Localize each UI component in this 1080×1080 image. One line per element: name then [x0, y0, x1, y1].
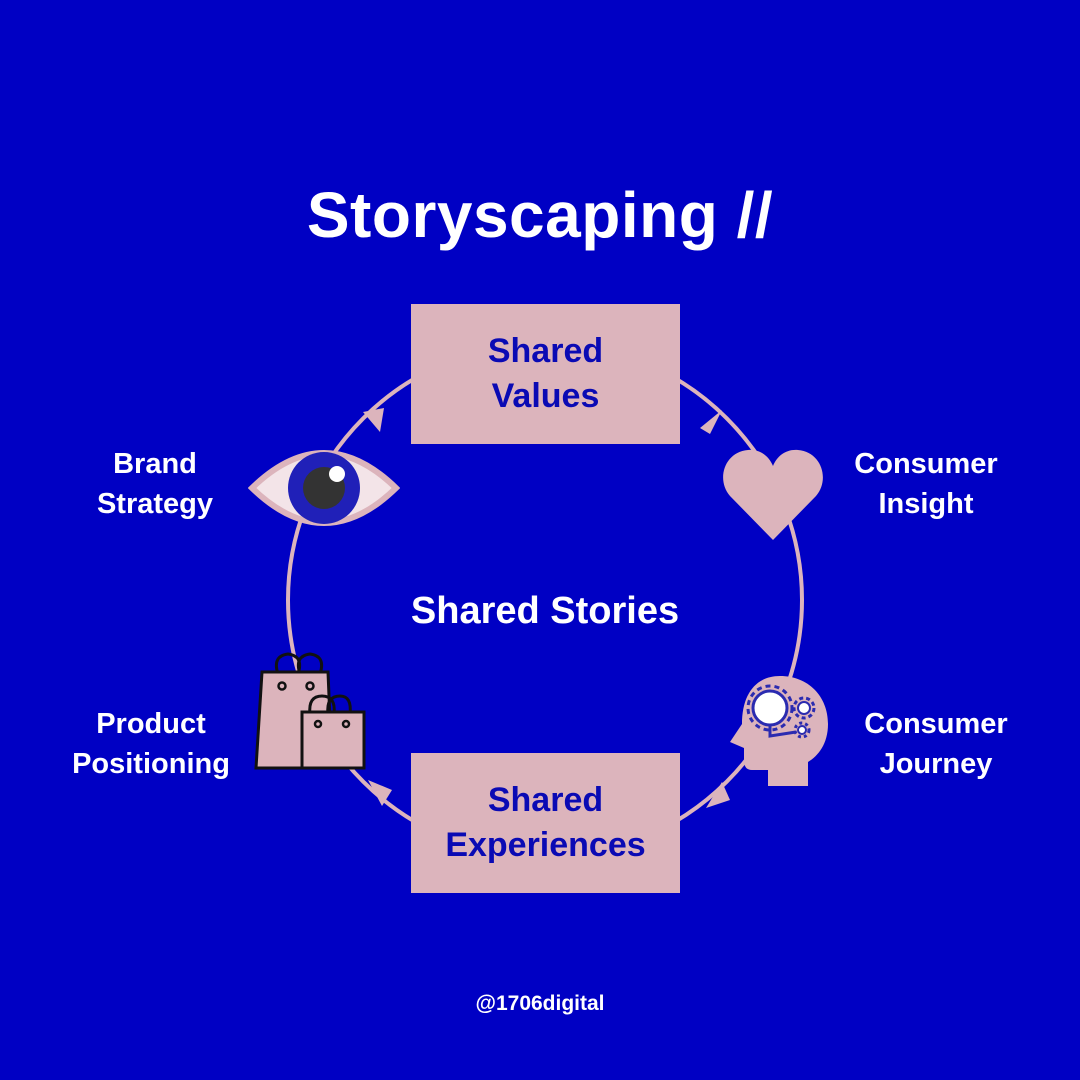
label-insight-line2: Insight — [878, 488, 974, 520]
eye-icon — [248, 450, 400, 526]
box-shared-experiences: Shared Experiences — [411, 753, 680, 893]
label-brand-line2: Strategy — [96, 488, 214, 520]
page-title: Storyscaping // — [306, 179, 774, 251]
box-shared-values: Shared Values — [411, 304, 680, 444]
social-handle: @1706digital — [475, 992, 605, 1015]
box-top-line1: Shared — [487, 332, 604, 370]
label-brand-strategy: Brand Strategy — [60, 444, 250, 524]
heart-icon — [723, 449, 823, 540]
label-brand-line1: Brand — [113, 448, 197, 480]
arrow-bottom-right — [706, 782, 730, 808]
box-bottom-line2: Experiences — [445, 826, 646, 864]
label-product-line2: Positioning — [72, 748, 230, 780]
box-top-line2: Values — [491, 377, 600, 415]
label-product-positioning: Product Positioning — [46, 704, 256, 784]
head-gears-icon — [730, 676, 828, 786]
label-consumer-insight: Consumer Insight — [828, 444, 1024, 524]
arrow-bottom-left — [368, 780, 392, 806]
arrow-top-right — [700, 410, 722, 434]
label-consumer-journey: Consumer Journey — [838, 704, 1034, 784]
label-insight-line1: Consumer — [854, 448, 998, 480]
shopping-bags-icon — [254, 652, 366, 770]
center-label: Shared Stories — [410, 590, 680, 632]
label-journey-line2: Journey — [879, 748, 993, 780]
label-journey-line1: Consumer — [864, 708, 1008, 740]
label-product-line1: Product — [96, 708, 206, 740]
box-bottom-line1: Shared — [487, 781, 604, 819]
arrow-top-left — [363, 408, 384, 432]
